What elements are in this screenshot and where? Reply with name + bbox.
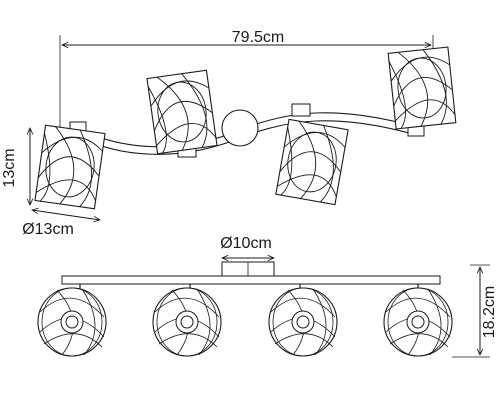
shade-height-label: 13cm	[1, 148, 18, 187]
front-view: Ø10cm 18.2cm	[37, 235, 498, 358]
shade-2	[146, 69, 218, 155]
lamp-arms	[79, 284, 419, 300]
shade-4	[387, 46, 457, 130]
top-view: 79.5cm 13cm Ø13cm	[1, 29, 457, 238]
base-diameter-label: Ø10cm	[220, 235, 272, 252]
front-shade-2	[152, 287, 222, 357]
lamp-bar-side	[61, 275, 441, 285]
socket-3	[291, 103, 311, 117]
shade-1	[34, 124, 106, 210]
total-width-label: 79.5cm	[232, 29, 284, 46]
front-shade-1	[37, 287, 107, 357]
shade-diameter-label: Ø13cm	[22, 221, 74, 238]
front-shade-3	[268, 287, 338, 357]
total-height-label: 18.2cm	[481, 286, 498, 338]
shade-diameter-dimension-line	[32, 210, 100, 220]
shade-3	[275, 118, 349, 206]
ceiling-base-top	[221, 109, 259, 147]
front-shade-4	[383, 287, 453, 357]
